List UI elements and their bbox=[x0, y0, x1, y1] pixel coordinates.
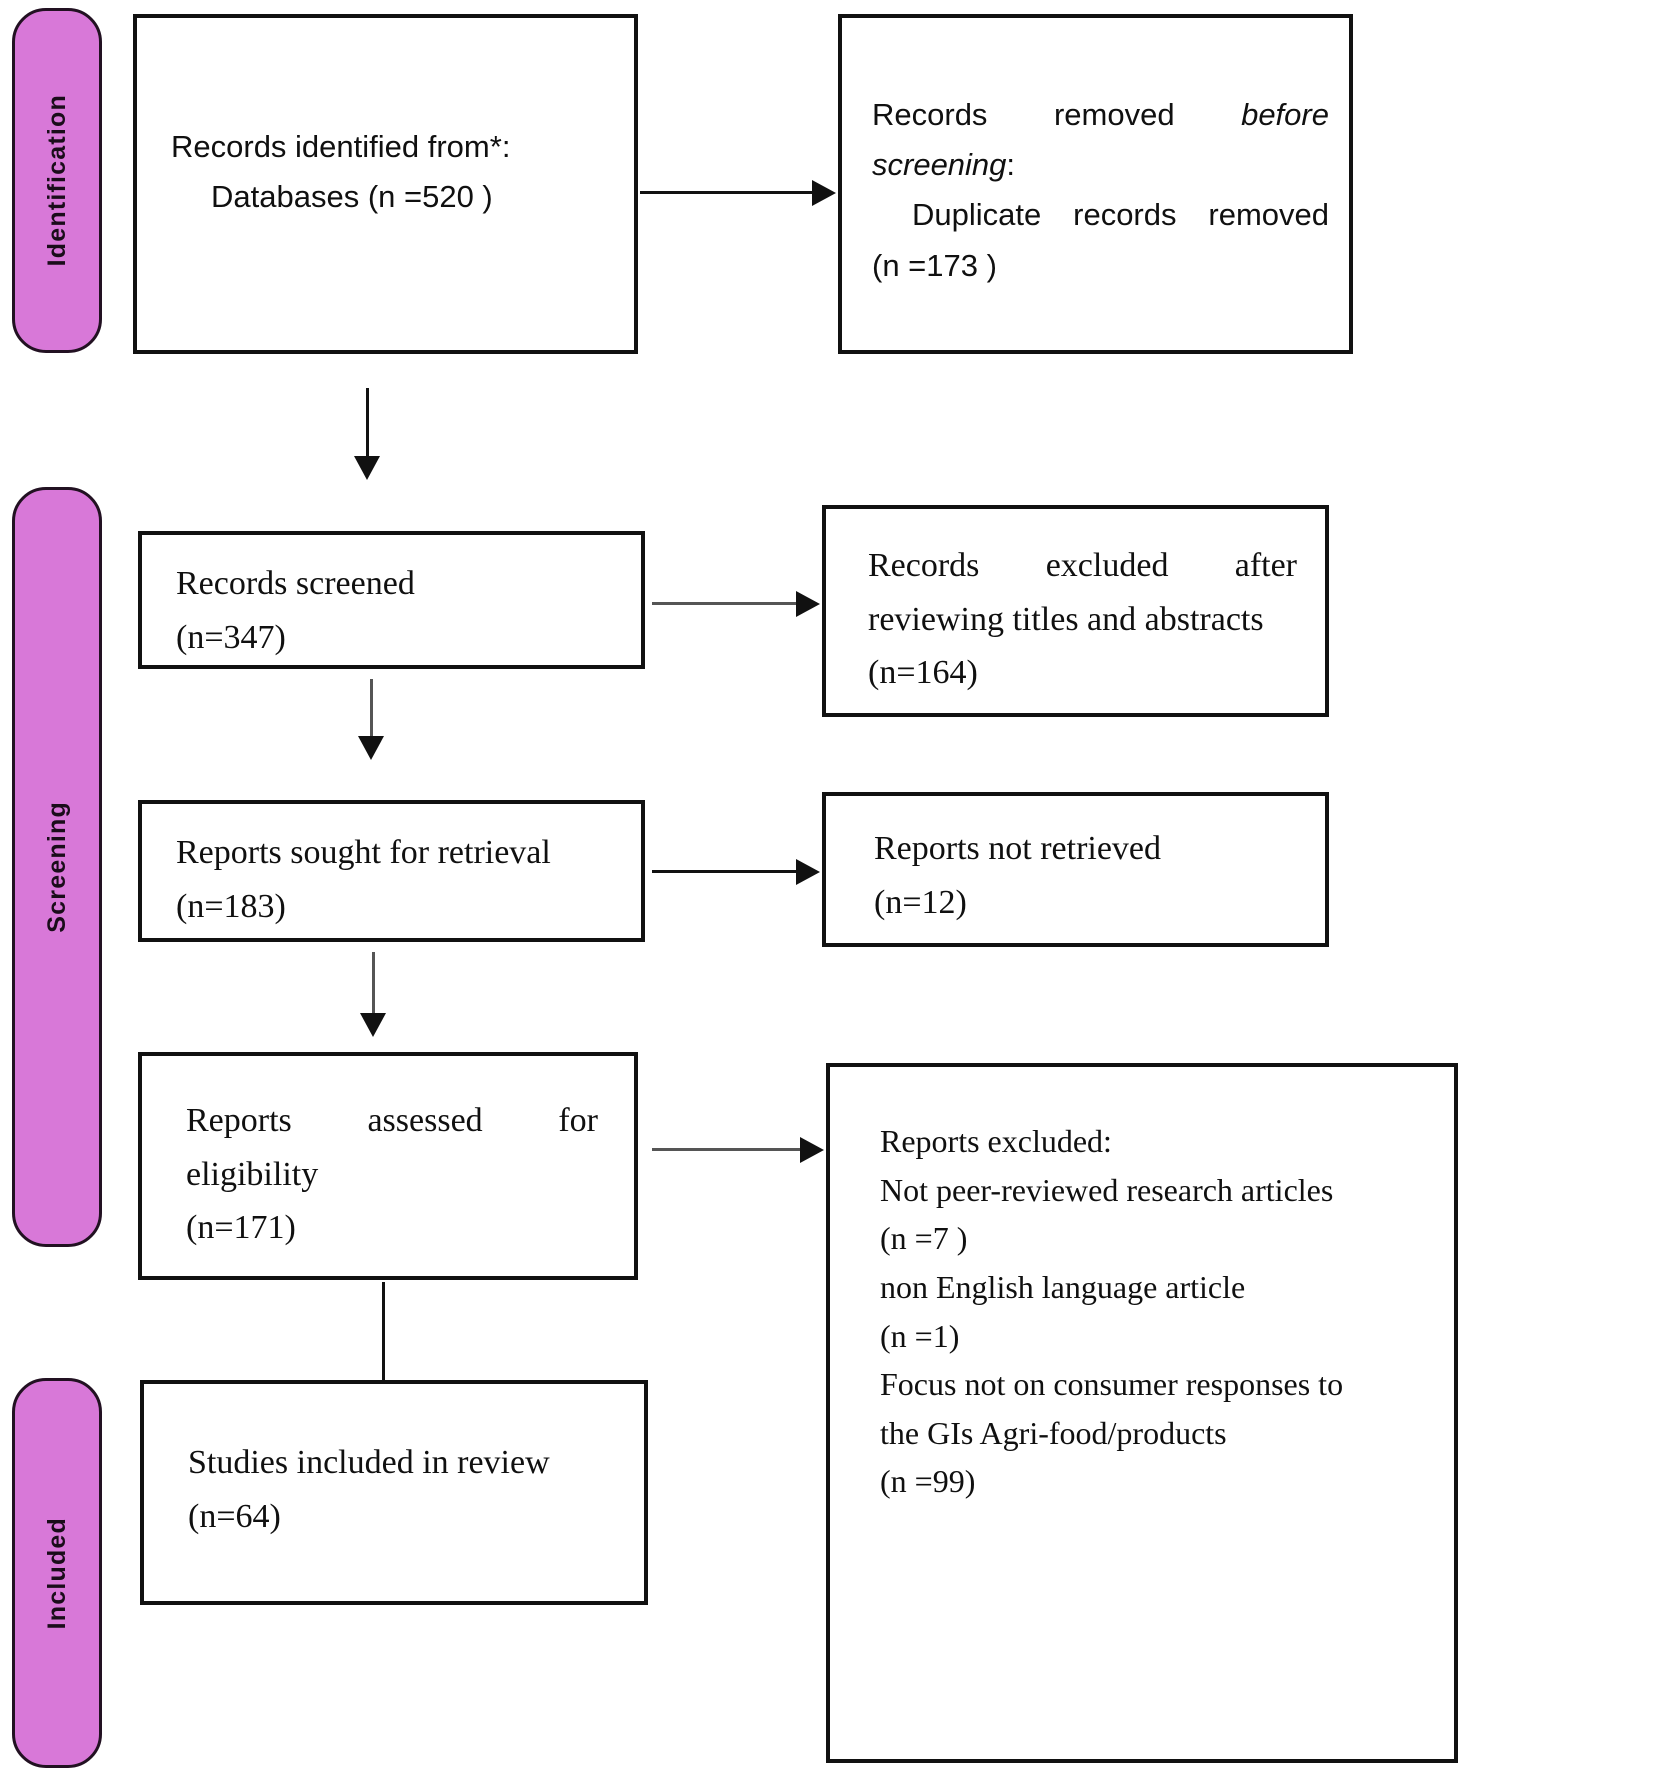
phase-label-included: Included bbox=[42, 1516, 71, 1630]
records-excluded-word-after: after bbox=[1234, 547, 1298, 584]
connector-assessed-to-included bbox=[382, 1282, 385, 1424]
connector-sought-to-not-retrieved bbox=[652, 870, 800, 873]
arrow-head-sought-to-not-retrieved bbox=[796, 859, 820, 885]
box-records-identified: Records identified from*: Databases (n =… bbox=[133, 14, 638, 354]
reports-assessed-line-3: (n=171) bbox=[186, 1209, 296, 1247]
records-excluded-word-excluded: excluded bbox=[1045, 547, 1169, 584]
records-removed-word-screening: screening bbox=[872, 147, 1007, 183]
reports-excluded-line-2: Not peer-reviewed research articles bbox=[880, 1171, 1334, 1208]
records-screened-line-2: (n=347) bbox=[176, 618, 286, 656]
reports-assessed-line-1: Reports assessed for bbox=[186, 1094, 598, 1148]
box-reports-excluded: Reports excluded: Not peer-reviewed rese… bbox=[826, 1063, 1458, 1763]
box-records-removed: Records removed before screening: Duplic… bbox=[838, 14, 1353, 354]
reports-excluded-line-4: non English language article bbox=[880, 1268, 1246, 1305]
reports-assessed-word-for: for bbox=[558, 1102, 599, 1139]
reports-excluded-line-1: Reports excluded: bbox=[880, 1123, 1112, 1159]
connector-identified-to-screened bbox=[366, 388, 369, 460]
arrow-head-sought-to-assessed bbox=[360, 1013, 386, 1037]
phase-label-screening: Screening bbox=[42, 801, 71, 933]
records-excluded-line-2: reviewing titles and abstracts bbox=[868, 600, 1264, 638]
box-studies-included: Studies included in review (n=64) bbox=[140, 1380, 648, 1605]
records-excluded-word-records: Records bbox=[868, 547, 980, 584]
records-removed-line-3: Duplicate records removed bbox=[872, 190, 1329, 240]
records-removed-word-duplicate: Duplicate bbox=[912, 197, 1042, 233]
phase-label-identification: Identification bbox=[42, 94, 71, 267]
connector-assessed-to-excluded bbox=[652, 1148, 804, 1151]
reports-sought-line-1: Reports sought for retrieval bbox=[176, 834, 551, 871]
connector-screened-to-sought bbox=[370, 679, 373, 741]
records-removed-line-1: Records removed before bbox=[872, 90, 1329, 140]
records-removed-word-removed: removed bbox=[1053, 97, 1175, 132]
phase-pill-identification: Identification bbox=[12, 8, 102, 353]
records-identified-line-2: Databases (n =520 ) bbox=[211, 179, 493, 215]
arrow-head-identified-to-screened bbox=[354, 456, 380, 480]
arrow-head-assessed-to-excluded bbox=[800, 1137, 824, 1163]
studies-included-line-1: Studies included in review bbox=[188, 1444, 550, 1481]
records-removed-line-4: (n =173 ) bbox=[872, 247, 997, 283]
reports-excluded-line-8: (n =99) bbox=[880, 1463, 976, 1500]
reports-excluded-line-6: Focus not on consumer responses to bbox=[880, 1366, 1344, 1403]
connector-sought-to-assessed bbox=[372, 952, 375, 1018]
records-screened-line-1: Records screened bbox=[176, 565, 415, 602]
box-reports-assessed: Reports assessed for eligibility (n=171) bbox=[138, 1052, 638, 1280]
arrow-head-screened-to-excluded bbox=[796, 591, 820, 617]
reports-not-retrieved-line-2: (n=12) bbox=[874, 883, 967, 921]
records-removed-word-records-2: records bbox=[1073, 197, 1177, 233]
records-removed-word-before: before bbox=[1241, 97, 1329, 132]
records-removed-line-2: screening: bbox=[872, 140, 1329, 190]
records-excluded-line-1: Records excluded after bbox=[868, 539, 1297, 593]
box-reports-sought: Reports sought for retrieval (n=183) bbox=[138, 800, 645, 942]
reports-assessed-line-2: eligibility bbox=[186, 1155, 319, 1193]
reports-assessed-word-reports: Reports bbox=[186, 1102, 292, 1139]
arrow-head-identified-to-removed bbox=[812, 180, 836, 206]
reports-excluded-line-5: (n =1) bbox=[880, 1317, 960, 1354]
reports-not-retrieved-line-1: Reports not retrieved bbox=[874, 830, 1162, 867]
connector-screened-to-excluded bbox=[652, 602, 800, 605]
studies-included-line-2: (n=64) bbox=[188, 1497, 281, 1535]
box-reports-not-retrieved: Reports not retrieved (n=12) bbox=[822, 792, 1329, 947]
records-removed-colon: : bbox=[1006, 147, 1016, 183]
reports-assessed-word-assessed: assessed bbox=[367, 1102, 483, 1139]
phase-pill-screening: Screening bbox=[12, 487, 102, 1247]
box-records-screened: Records screened (n=347) bbox=[138, 531, 645, 669]
box-records-excluded: Records excluded after reviewing titles … bbox=[822, 505, 1329, 717]
reports-sought-line-2: (n=183) bbox=[176, 887, 286, 925]
records-removed-word-removed-2: removed bbox=[1208, 197, 1329, 233]
phase-pill-included: Included bbox=[12, 1378, 102, 1768]
reports-excluded-line-7: the GIs Agri-food/products bbox=[880, 1414, 1227, 1451]
arrow-head-screened-to-sought bbox=[358, 736, 384, 760]
records-removed-word-records: Records bbox=[872, 97, 988, 132]
connector-identified-to-removed bbox=[640, 191, 812, 194]
records-identified-line-1: Records identified from*: bbox=[171, 129, 511, 164]
reports-excluded-line-3: (n =7 ) bbox=[880, 1220, 968, 1257]
records-excluded-line-3: (n=164) bbox=[868, 654, 978, 692]
